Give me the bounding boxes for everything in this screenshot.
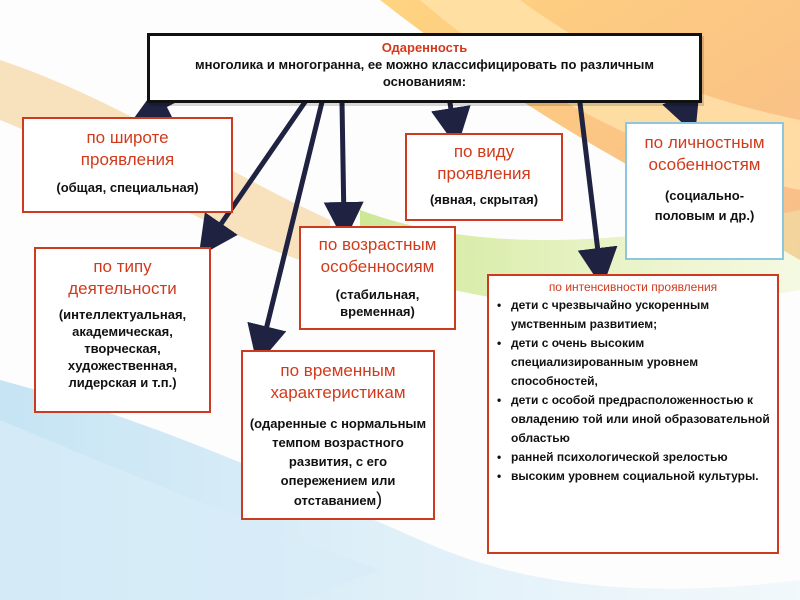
- box-temporal-title: по временным характеристикам: [270, 361, 406, 402]
- box-temporal-detail-text: (одаренные с нормальным темпом возрастно…: [249, 416, 427, 508]
- list-item: ранней психологической зрелостью: [497, 448, 773, 467]
- intensity-list: дети с чрезвычайно ускоренным умственным…: [489, 296, 777, 486]
- box-personal-detail: (социально-половым и др.): [654, 188, 755, 223]
- box-age-detail: (стабильная, временная): [335, 287, 420, 319]
- box-temporal-detail-paren: ): [376, 489, 383, 509]
- box-breadth-detail: (общая, специальная): [56, 180, 199, 195]
- header-title: Одаренность: [381, 40, 468, 55]
- header-subtitle: многолика и многогранна, ее можно класси…: [195, 57, 654, 89]
- box-kind-title: по виду проявления: [437, 142, 531, 183]
- list-item: дети с чрезвычайно ускоренным умственным…: [497, 296, 773, 334]
- header-box: Одаренность многолика и многогранна, ее …: [147, 33, 702, 103]
- list-item: дети с очень высоким специализированным …: [497, 334, 773, 391]
- arrow-to-intensity: [577, 100, 618, 288]
- box-kind-detail: (явная, скрытая): [429, 192, 539, 207]
- box-age-title: по возрастным особенносиям: [318, 235, 437, 276]
- arrow-to-age: [323, 99, 364, 242]
- box-kind: по виду проявления (явная, скрытая): [405, 133, 563, 221]
- box-temporal: по временным характеристикам (одаренные …: [241, 350, 435, 520]
- box-activity-detail: (интеллектуальная, академическая, творче…: [58, 307, 187, 390]
- list-item: дети с особой предрасположенностью к овл…: [497, 391, 773, 448]
- box-activity-title: по типу деятельности: [68, 257, 177, 298]
- box-personal-title: по личностным особенностям: [644, 133, 765, 174]
- box-activity: по типу деятельности (интеллектуальная, …: [34, 247, 211, 413]
- box-breadth: по широте проявления (общая, специальная…: [22, 117, 233, 213]
- box-intensity-title: по интенсивности проявления: [548, 280, 718, 294]
- arrow-to-personal: [662, 90, 700, 135]
- arrow-to-temporal: [247, 99, 325, 366]
- arrow-to-activity: [198, 99, 308, 257]
- box-personal: по личностным особенностям (социально-по…: [625, 122, 784, 260]
- box-temporal-detail: (одаренные с нормальным темпом возрастно…: [249, 414, 427, 510]
- box-intensity: по интенсивности проявления дети с чрезв…: [487, 274, 779, 554]
- list-item: высоким уровнем социальной культуры.: [497, 467, 773, 486]
- box-age: по возрастным особенносиям (стабильная, …: [299, 226, 456, 330]
- arrow-to-kind: [431, 100, 471, 148]
- box-breadth-title: по широте проявления: [80, 128, 175, 169]
